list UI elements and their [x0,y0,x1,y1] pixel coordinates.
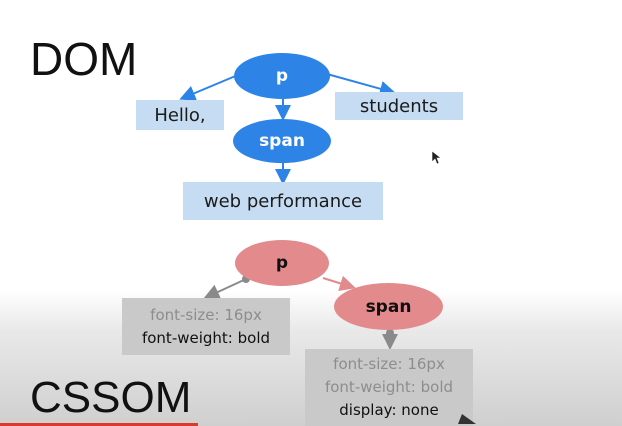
accent-bar [0,423,198,426]
rule-font-size: font-size: 16px [150,305,262,324]
dom-text-web-performance: web performance [183,182,383,220]
dom-node-span: span [233,119,331,163]
cssom-p-rules: font-size: 16px font-weight: bold [122,298,290,355]
cssom-node-p: p [235,240,329,286]
rule-display: display: none [339,401,439,419]
rule-font-weight: font-weight: bold [324,378,454,396]
dom-text-students: students [335,92,463,120]
dom-node-p: p [234,53,330,99]
cssom-heading: CSSOM [30,373,192,422]
pen-cursor-icon [458,414,476,424]
edge-p-rules [203,278,247,300]
dom-heading: DOM [30,33,138,85]
rule-font-size: font-size: 16px [333,355,445,373]
cssom-node-span: span [334,283,443,330]
edge-p-span [322,275,356,292]
rule-font-weight: font-weight: bold [141,328,271,347]
dom-text-hello: Hello, [136,100,224,130]
cursor-icon [431,150,442,165]
edge-p-students [326,73,396,97]
cssom-span-rules: font-size: 16px font-weight: bold displa… [305,349,473,426]
